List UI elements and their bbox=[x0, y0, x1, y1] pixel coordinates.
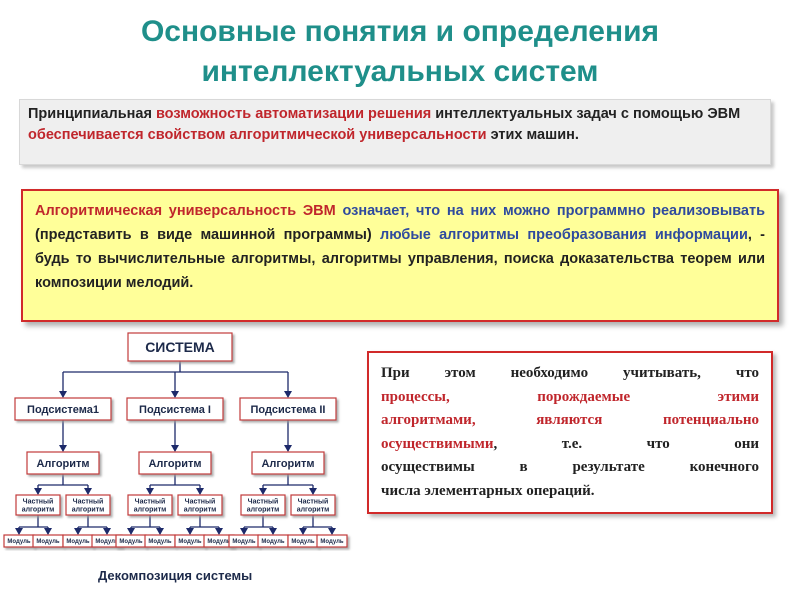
node-module-2-3: Модуль bbox=[174, 534, 206, 548]
node-private-algorithm-1-1-label: алгоритм bbox=[22, 506, 55, 513]
node-module-2-4-label: Модуль bbox=[207, 539, 231, 545]
box2-text-4: любые алгоритмы преобразования информаци… bbox=[380, 227, 748, 243]
node-module-3-2-label: Модуль bbox=[261, 539, 285, 545]
node-subsystem-1-label: Подсистема1 bbox=[27, 404, 99, 416]
box1-text-2: возможность автоматизации решения bbox=[155, 106, 432, 122]
node-module-1-1: Модуль bbox=[3, 534, 35, 548]
title-line-2: интеллектуальных систем bbox=[201, 55, 599, 88]
box2-text-5: , - будь то вычислительные алгоритмы, ал… bbox=[35, 227, 765, 291]
node-module-3-4-label: Модуль bbox=[320, 539, 344, 545]
node-module-1-3: Модуль bbox=[62, 534, 94, 548]
box1-text-3: интеллектуальных задач с помощью ЭВМ bbox=[431, 106, 741, 122]
box1-text-4: обеспечивается свойством алгоритмической… bbox=[28, 127, 487, 143]
node-module-2-1: Модуль bbox=[115, 534, 147, 548]
node-module-3-4-frame bbox=[316, 534, 348, 548]
node-subsystem-3-label: Подсистема II bbox=[251, 404, 326, 416]
node-private-algorithm-1-2-label: алгоритм bbox=[72, 506, 105, 513]
node-module-1-1-label: Модуль bbox=[7, 539, 31, 545]
note-line-5: осуществимы в результате конечного bbox=[381, 459, 759, 475]
node-private-algorithm-2-1-label: Частный bbox=[135, 497, 166, 505]
slide-title: Основные понятия и определения интеллект… bbox=[0, 12, 800, 92]
diagram-caption: Декомпозиция системы bbox=[98, 568, 252, 583]
box2-text-1: Алгоритмическая универсальность ЭВМ bbox=[35, 203, 336, 219]
system-decomposition-diagram: СИСТЕМАПодсистема1АлгоритмЧастныйалгорит… bbox=[3, 332, 348, 583]
node-module-3-1-label: Модуль bbox=[232, 539, 256, 545]
node-private-algorithm-3-1-label: алгоритм bbox=[247, 506, 280, 513]
box2-text-3: (представить в виде машинной программы) bbox=[35, 227, 380, 243]
node-private-algorithm-1-2-label: Частный bbox=[73, 497, 104, 505]
node-module-1-4-label: Модуль bbox=[95, 539, 119, 545]
node-private-algorithm-3-2-frame bbox=[290, 494, 336, 516]
note-line-4-dark: , т.е. что они bbox=[493, 435, 759, 452]
note-line-4-red: осуществимыми bbox=[381, 435, 494, 452]
note-line-2: процессы, порождаемые этими bbox=[381, 388, 759, 405]
node-subsystem-2-frame bbox=[126, 397, 224, 421]
node-subsystem-2: Подсистема I bbox=[126, 397, 224, 421]
node-module-3-3: Модуль bbox=[287, 534, 319, 548]
note-box: При этом необходимо учитывать, что проце… bbox=[367, 351, 773, 514]
node-algorithm-3: Алгоритм bbox=[251, 451, 325, 475]
node-private-algorithm-2-2-frame bbox=[177, 494, 223, 516]
node-subsystem-3: Подсистема II bbox=[239, 397, 337, 421]
node-private-algorithm-2-1-label: алгоритм bbox=[134, 506, 167, 513]
diagram-connectors bbox=[15, 361, 336, 535]
node-module-2-1-label: Модуль bbox=[119, 539, 143, 545]
node-subsystem-1: Подсистема1 bbox=[14, 397, 112, 421]
node-algorithm-1-frame bbox=[26, 451, 100, 475]
node-module-2-3-label: Модуль bbox=[178, 539, 202, 545]
node-algorithm-2: Алгоритм bbox=[138, 451, 212, 475]
node-system: СИСТЕМА bbox=[127, 332, 233, 362]
definition-box-yellow: Алгоритмическая универсальность ЭВМ озна… bbox=[21, 189, 779, 322]
note-line-4: осуществимыми, т.е. что они bbox=[381, 433, 759, 457]
node-private-algorithm-3-2-label: алгоритм bbox=[297, 506, 330, 513]
note-line-1: При этом необходимо учитывать, что bbox=[381, 365, 759, 381]
node-private-algorithm-3-1-frame bbox=[240, 494, 286, 516]
node-algorithm-3-frame bbox=[251, 451, 325, 475]
node-module-2-2-label: Модуль bbox=[148, 539, 172, 545]
node-algorithm-3-label: Алгоритм bbox=[261, 458, 314, 470]
node-private-algorithm-3-2-label: Частный bbox=[298, 497, 329, 505]
box2-text-2: означает, что на них можно программно ре… bbox=[335, 203, 765, 219]
node-private-algorithm-1-1-label: Частный bbox=[23, 497, 54, 505]
box1-text-5: этих машин. bbox=[486, 127, 579, 143]
node-subsystem-3-frame bbox=[239, 397, 337, 421]
node-system-label: СИСТЕМА bbox=[145, 339, 215, 355]
node-subsystem-1-frame bbox=[14, 397, 112, 421]
node-algorithm-2-label: Алгоритм bbox=[148, 458, 201, 470]
node-module-1-3-label: Модуль bbox=[66, 539, 90, 545]
node-module-2-2: Модуль bbox=[144, 534, 176, 548]
note-line-6: числа элементарных операций. bbox=[381, 482, 595, 499]
node-module-3-2: Модуль bbox=[257, 534, 289, 548]
node-algorithm-1-label: Алгоритм bbox=[36, 458, 89, 470]
node-system-frame bbox=[127, 332, 233, 362]
node-private-algorithm-1-1-frame bbox=[15, 494, 61, 516]
node-private-algorithm-1-2-frame bbox=[65, 494, 111, 516]
node-private-algorithm-2-2-label: алгоритм bbox=[184, 506, 217, 513]
node-private-algorithm-2-2-label: Частный bbox=[185, 497, 216, 505]
box1-text-1: Принципиальная bbox=[28, 106, 156, 122]
node-subsystem-2-label: Подсистема I bbox=[139, 404, 211, 416]
node-private-algorithm-2-1-frame bbox=[127, 494, 173, 516]
note-line-3: алгоритмами, являются потенциально bbox=[381, 412, 759, 428]
node-module-1-2-label: Модуль bbox=[36, 539, 60, 545]
node-module-1-2: Модуль bbox=[32, 534, 64, 548]
definition-box-gray: Принципиальная возможность автоматизации… bbox=[19, 99, 771, 165]
node-algorithm-1: Алгоритм bbox=[26, 451, 100, 475]
node-module-3-3-label: Модуль bbox=[291, 539, 315, 545]
node-module-3-1: Модуль bbox=[228, 534, 260, 548]
node-private-algorithm-3-1-label: Частный bbox=[248, 497, 279, 505]
node-algorithm-2-frame bbox=[138, 451, 212, 475]
diagram-nodes: СИСТЕМАПодсистема1АлгоритмЧастныйалгорит… bbox=[3, 332, 348, 548]
title-line-1: Основные понятия и определения bbox=[140, 15, 660, 48]
node-module-3-4: Модуль bbox=[316, 534, 348, 548]
